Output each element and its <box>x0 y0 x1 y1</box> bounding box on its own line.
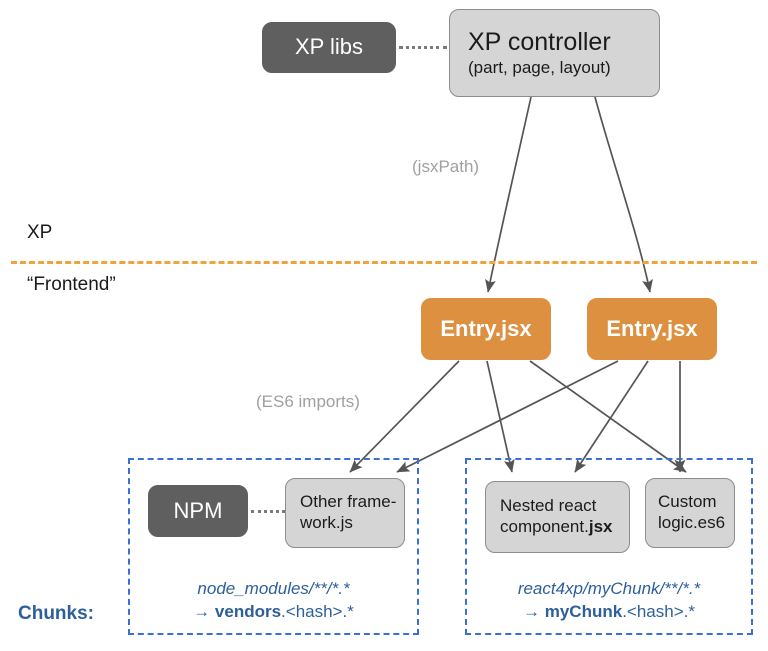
chunk-caption-vendors-output-suffix: .<hash>.* <box>281 601 354 621</box>
node-xp-controller-label: XP controller <box>468 28 611 57</box>
edge-label-es6-imports: (ES6 imports) <box>256 392 360 411</box>
xp-frontend-divider <box>11 261 757 264</box>
chunk-caption-mychunk-arrow: → <box>523 601 545 621</box>
node-entry-jsx-left[interactable]: Entry.jsx <box>421 298 551 360</box>
node-entry-jsx-left-label: Entry.jsx <box>440 315 532 341</box>
chunks-row-label: Chunks: <box>18 603 94 624</box>
node-entry-jsx-right[interactable]: Entry.jsx <box>587 298 717 360</box>
arrow-entry-left-to-nested-react <box>486 360 515 473</box>
zone-label-frontend: “Frontend” <box>27 274 116 295</box>
node-nested-react-component-line1: Nested react <box>500 496 597 516</box>
arrow-entry-right-to-other-framework <box>396 360 619 473</box>
node-xp-controller[interactable]: XP controller (part, page, layout) <box>449 9 660 97</box>
node-xp-controller-sublabel: (part, page, layout) <box>468 57 611 77</box>
node-nested-react-component-line2-plain: component. <box>500 517 589 536</box>
node-other-framework[interactable]: Other frame- work.js <box>285 478 405 548</box>
node-npm-label: NPM <box>173 497 223 523</box>
arrow-entry-left-to-custom-logic <box>529 360 687 473</box>
arrow-entry-left-to-other-framework <box>349 360 460 473</box>
node-xp-libs-label: XP libs <box>294 34 364 60</box>
chunk-caption-vendors-output: → vendors.<hash>.* <box>128 601 419 624</box>
chunk-caption-vendors-source: node_modules/**/*.* <box>197 579 350 598</box>
node-other-framework-line2: work.js <box>300 513 353 532</box>
chunk-caption-mychunk-source: react4xp/myChunk/**/*.* <box>517 579 701 598</box>
node-nested-react-component-line2-bold: jsx <box>588 517 613 536</box>
connector-npm-to-other-framework <box>251 510 285 513</box>
node-npm[interactable]: NPM <box>148 485 248 537</box>
node-nested-react-component[interactable]: Nested react component.jsx <box>485 481 630 553</box>
node-custom-logic[interactable]: Custom logic.es6 <box>645 478 735 548</box>
connector-xplibs-to-controller <box>399 46 447 49</box>
node-xp-libs[interactable]: XP libs <box>262 22 396 73</box>
zone-label-xp: XP <box>27 222 53 243</box>
chunk-caption-vendors-arrow: → <box>193 601 215 621</box>
node-custom-logic-line1: Custom <box>658 492 717 512</box>
node-entry-jsx-right-label: Entry.jsx <box>606 315 698 341</box>
node-nested-react-component-line2: component.jsx <box>500 517 612 538</box>
node-other-framework-line1: Other frame- <box>300 492 397 512</box>
chunk-caption-vendors-output-name: vendors <box>214 601 282 621</box>
chunk-caption-mychunk-output-name: myChunk <box>544 601 623 621</box>
chunk-caption-mychunk-output-suffix: .<hash>.* <box>622 601 695 621</box>
arrow-entry-right-to-nested-react <box>574 360 649 473</box>
chunk-caption-mychunk-output: → myChunk.<hash>.* <box>465 601 753 624</box>
chunk-caption-mychunk: react4xp/myChunk/**/*.* → myChunk.<hash>… <box>465 578 753 624</box>
chunk-box-vendors <box>128 458 419 635</box>
chunk-box-mychunk <box>465 458 753 635</box>
node-custom-logic-line2: logic.es6 <box>658 513 726 532</box>
edge-label-jsxpath: (jsxPath) <box>412 157 480 176</box>
chunk-caption-vendors: node_modules/**/*.* → vendors.<hash>.* <box>128 578 419 624</box>
